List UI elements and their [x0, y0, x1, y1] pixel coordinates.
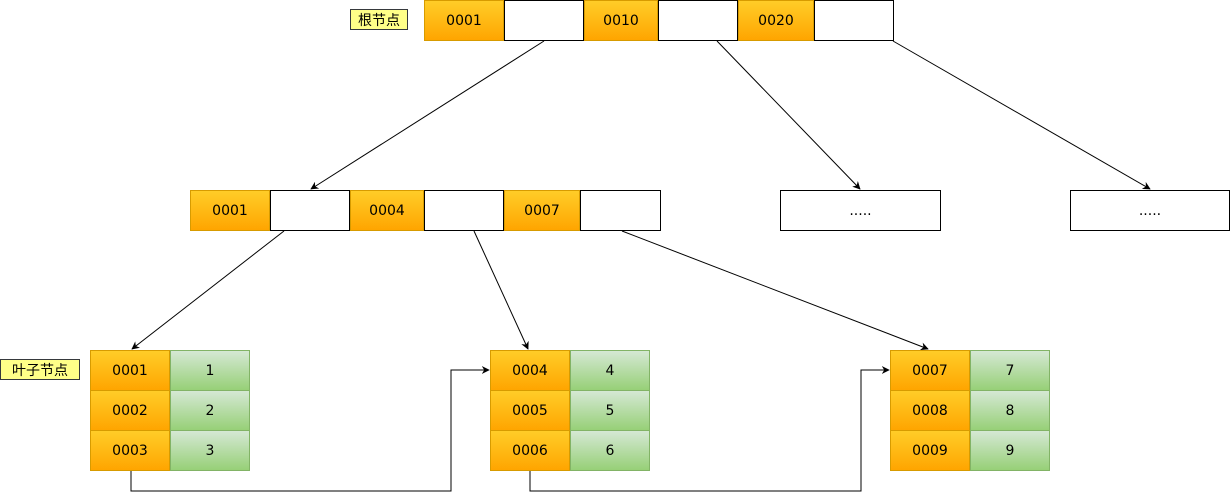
leaf-1-key-3: 0003: [90, 430, 170, 471]
leaf-3-value-1: 7: [970, 350, 1050, 391]
leaf-2-key-1: 0004: [490, 350, 570, 391]
root-key-3: 0020: [738, 0, 814, 41]
root-pointer-2: [658, 0, 738, 41]
internal-to-leaf-3-arrow: [621, 230, 929, 351]
leaf-3-key-2: 0008: [890, 390, 970, 431]
internal-to-leaf-1-arrow: [131, 230, 285, 350]
internal-node-elided-right: .....: [1070, 190, 1230, 231]
internal-to-leaf-2-arrow: [473, 230, 529, 350]
internal-pointer-3: [580, 190, 661, 231]
leaf-1-value-1: 1: [170, 350, 250, 391]
internal-node-elided-middle: .....: [780, 190, 941, 231]
leaf-3-key-1: 0007: [890, 350, 970, 391]
internal-pointer-2: [424, 190, 504, 231]
root-to-right-arrow: [892, 40, 1151, 190]
leaf-2-key-2: 0005: [490, 390, 570, 431]
leaf-3-value-3: 9: [970, 430, 1050, 471]
leaf-1-value-3: 3: [170, 430, 250, 471]
root-pointer-1: [504, 0, 584, 41]
internal-key-2: 0004: [350, 190, 424, 231]
leaf-3-value-2: 8: [970, 390, 1050, 431]
leaf-2-key-3: 0006: [490, 430, 570, 471]
root-key-2: 0010: [584, 0, 658, 41]
leaf-2-value-2: 5: [570, 390, 650, 431]
root-key-1: 0001: [424, 0, 504, 41]
leaf-2-value-3: 6: [570, 430, 650, 471]
root-pointer-3: [814, 0, 894, 41]
leaf-node-label: 叶子节点: [0, 359, 80, 380]
internal-key-3: 0007: [504, 190, 580, 231]
leaf-1-value-2: 2: [170, 390, 250, 431]
root-node-label: 根节点: [350, 9, 408, 30]
leaf-2-value-1: 4: [570, 350, 650, 391]
leaf-3-key-3: 0009: [890, 430, 970, 471]
internal-pointer-1: [270, 190, 350, 231]
leaf-1-to-leaf-2-link: [130, 366, 490, 492]
leaf-2-to-leaf-3-link: [529, 366, 890, 492]
leaf-1-key-2: 0002: [90, 390, 170, 431]
internal-key-1: 0001: [190, 190, 270, 231]
leaf-1-key-1: 0001: [90, 350, 170, 391]
root-to-middle-arrow: [716, 40, 861, 190]
root-to-internal-arrow: [310, 40, 545, 190]
